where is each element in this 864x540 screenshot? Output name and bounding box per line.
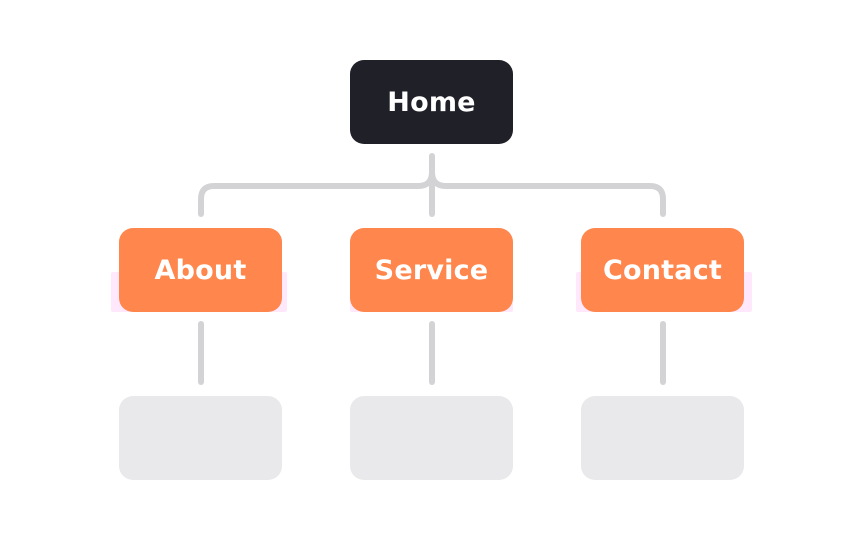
connector-root-branch (198, 153, 435, 217)
node-service[interactable]: Service (350, 228, 513, 312)
node-service-label: Service (374, 254, 489, 286)
connector-root-branch-right (429, 169, 666, 217)
placeholder-node[interactable] (119, 396, 282, 480)
node-contact-label: Contact (602, 254, 723, 286)
placeholder-node[interactable] (350, 396, 513, 480)
node-contact[interactable]: Contact (581, 228, 744, 312)
node-about[interactable]: About (119, 228, 282, 312)
node-home-label: Home (387, 86, 476, 118)
node-about-label: About (154, 254, 247, 286)
node-home[interactable]: Home (350, 60, 513, 144)
placeholder-node[interactable] (581, 396, 744, 480)
